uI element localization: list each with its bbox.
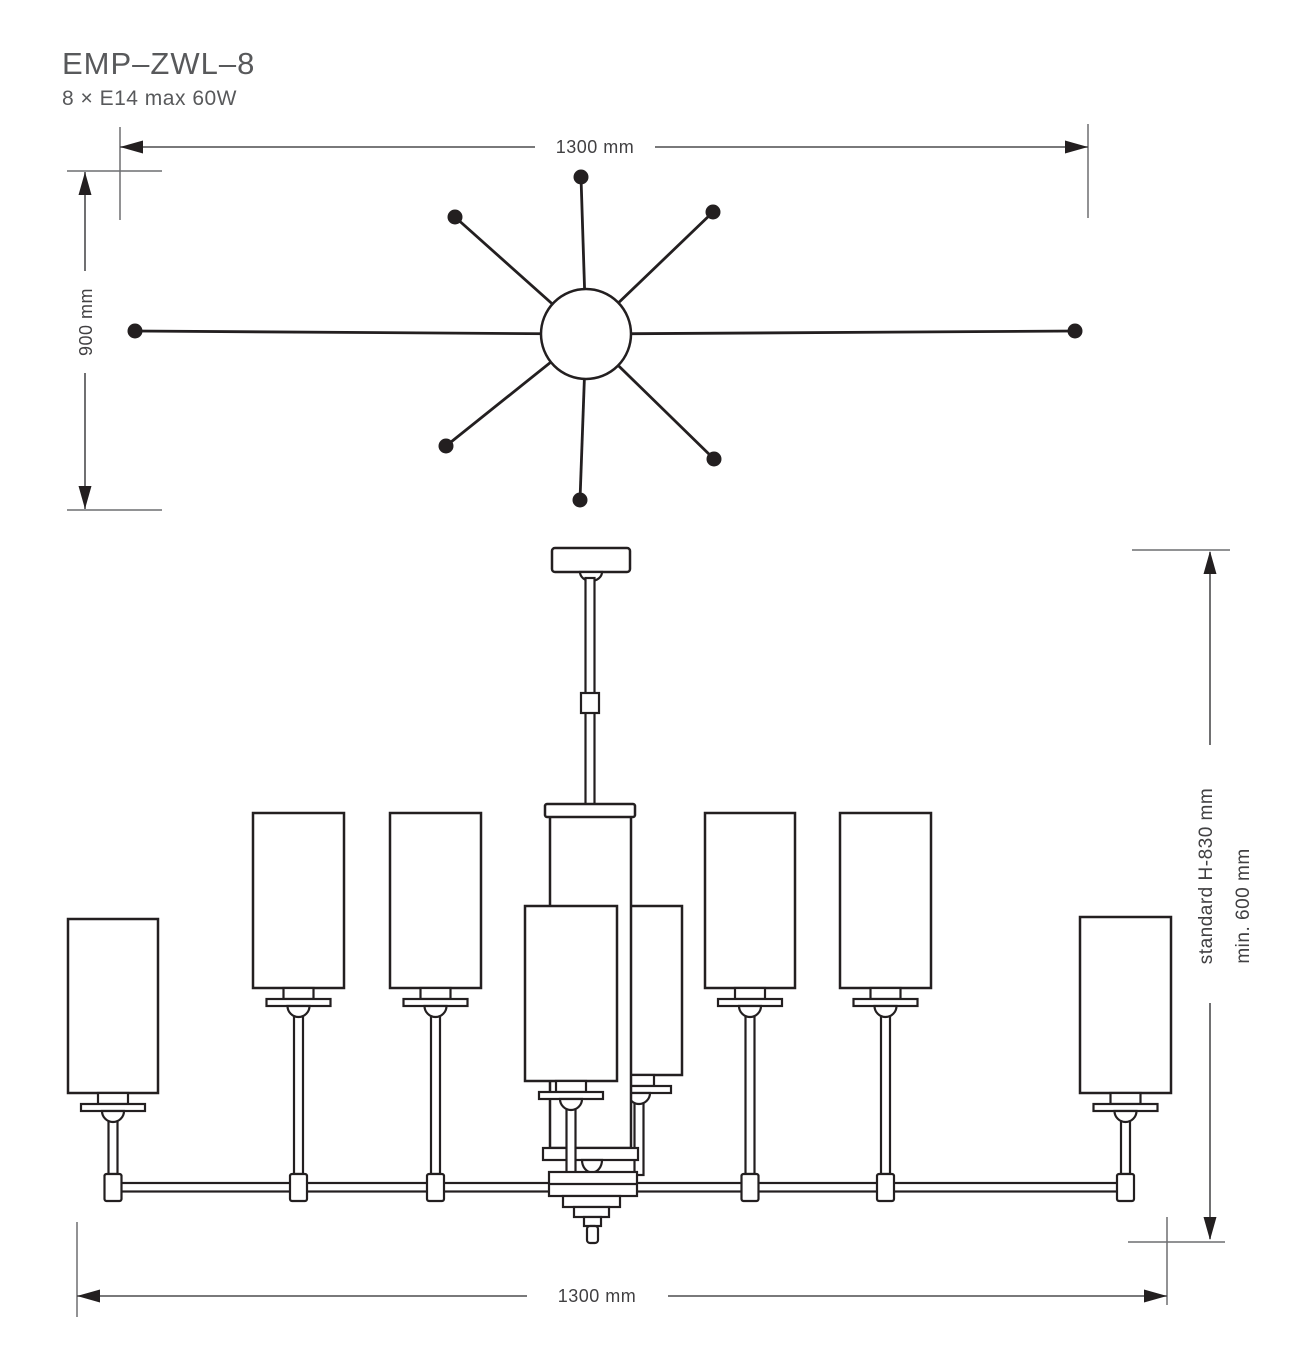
shade-5 [703,811,797,990]
hub-5 [740,1172,760,1203]
light-8 [1078,915,1173,1176]
shade-centre [523,904,619,1083]
side-width-label: 1300 mm [558,1286,637,1306]
dimension-plan-width: 1300 mm [119,124,1089,220]
candle-stem [879,1008,892,1176]
hub-6 [875,1172,896,1203]
hub-2 [288,1172,309,1203]
shade-1 [66,917,160,1095]
candle-stem [1119,1113,1132,1176]
hub-3 [425,1172,446,1203]
column-cap [543,802,637,819]
shade-neck [1109,1091,1142,1106]
light-centre-front [523,904,619,1176]
shade-3 [388,811,483,990]
candle-stem [429,1008,442,1176]
plan-view [127,169,1083,508]
height-min-label: min. 600 mm [1233,848,1254,963]
dimension-plan-depth: 900 mm [67,170,162,511]
candle-stem [633,1095,645,1177]
shade-neck [419,986,452,1001]
shade-8 [1078,915,1173,1095]
shade-neck [733,986,767,1001]
light-3 [388,811,483,1176]
candle-stem [107,1113,119,1176]
plan-width-label: 1300 mm [556,137,635,157]
product-lamping: 8 × E14 max 60W [62,87,237,110]
light-2 [251,811,346,1176]
shade-neck [282,986,315,1001]
hub-step-2 [572,1205,611,1219]
central-hub [547,1170,639,1245]
hub-8 [1115,1172,1136,1203]
stem-ball [737,1004,763,1019]
stem-ball [423,1004,448,1019]
plan-depth-label: 900 mm [76,288,96,356]
light-6 [838,811,933,1176]
arm-hubs [103,1172,1136,1203]
candle-stem [292,1008,305,1176]
hub-step-1 [561,1194,622,1209]
column-bell [580,1158,604,1174]
light-5 [703,811,797,1176]
ceiling-rose [539,287,633,381]
stem-ball [558,1097,584,1112]
shade-neck [554,1079,588,1094]
shade-neck [96,1091,130,1106]
arm-end-dots [127,169,1083,508]
side-view [66,546,1173,1245]
stem-ball [1113,1109,1138,1124]
stem-ball [100,1109,126,1124]
dimension-height: standard H-830 mm min. 600 mm [1128,549,1254,1243]
stem-ball [873,1004,898,1019]
hub-step-3 [582,1215,603,1228]
stem-ball [286,1004,311,1019]
height-standard-label: standard H-830 mm [1196,788,1217,964]
shade-6 [838,811,933,990]
finial [585,1224,600,1245]
dimension-side-width: 1300 mm [76,1217,1168,1317]
hub-1 [103,1172,123,1203]
shade-2 [251,811,346,990]
column-flange [541,1146,640,1162]
light-1 [66,917,160,1176]
rod-connector [579,691,601,715]
candle-stem [744,1008,756,1176]
product-code: EMP–ZWL–8 [62,46,255,81]
ceiling-canopy [550,546,632,574]
shade-neck [869,986,902,1001]
